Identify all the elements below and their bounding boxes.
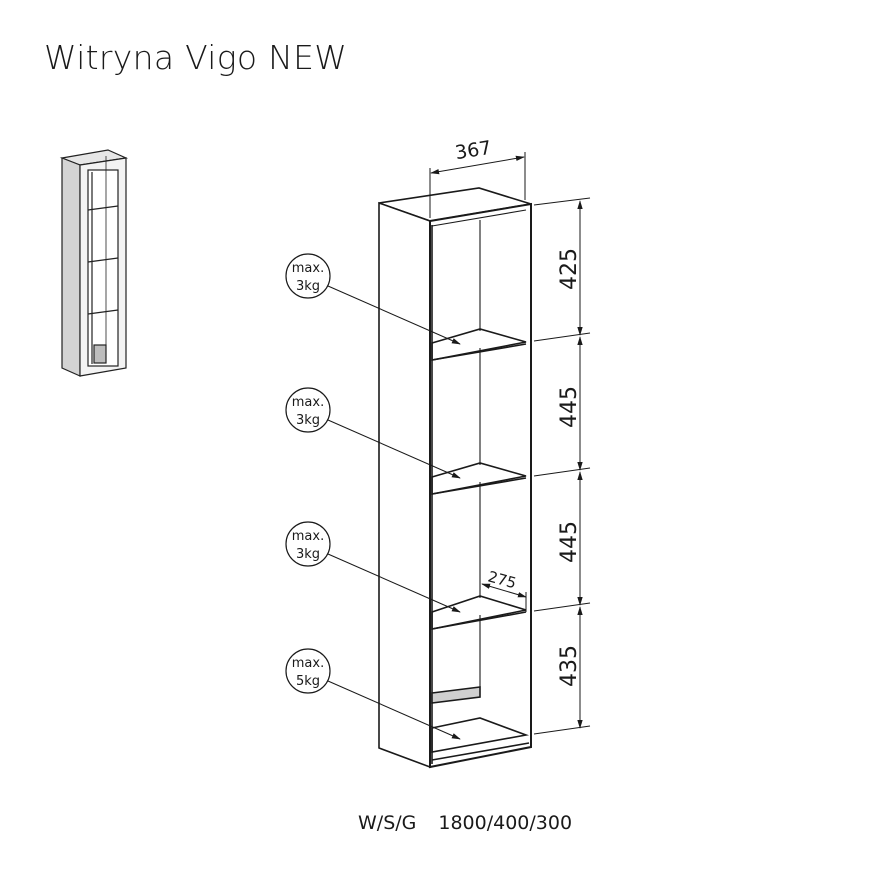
vertical-dimensions [533,197,591,735]
page-title: Witryna Vigo NEW [44,38,348,77]
svg-text:3kg: 3kg [296,413,320,428]
shelf-2 [431,462,527,495]
cabinet-bottom [431,717,530,753]
dimension-section-2-label: 445 [557,386,582,428]
width-dimension [429,152,526,218]
cabinet-left-side [378,201,431,769]
load-callout-2: max. 3kg [285,387,461,479]
bottom-drawer-strip [431,686,481,704]
shelf-1 [431,328,527,361]
overall-dimensions-label: W/S/G [358,812,417,834]
overall-dimensions: W/S/G 1800/400/300 [358,812,572,834]
main-cabinet [378,187,532,769]
dimension-section-4-label: 435 [557,645,582,687]
overall-dimensions-value: 1800/400/300 [438,812,573,834]
svg-text:max.: max. [292,395,324,410]
dimension-section-3-label: 445 [557,521,582,563]
dimension-width-label: 367 [454,137,493,164]
svg-text:max.: max. [292,261,324,276]
shelf-depth-dimension [481,583,527,612]
svg-text:3kg: 3kg [296,279,320,294]
dimension-section-1-label: 425 [557,248,582,290]
svg-text:max.: max. [292,656,324,671]
load-callout-1: max. 3kg [285,253,461,345]
svg-text:3kg: 3kg [296,547,320,562]
load-callout-4: max. 5kg [285,648,461,740]
thumbnail-cabinet [59,149,129,377]
svg-text:max.: max. [292,529,324,544]
load-callout-3: max. 3kg [285,521,461,613]
svg-text:5kg: 5kg [296,674,320,689]
